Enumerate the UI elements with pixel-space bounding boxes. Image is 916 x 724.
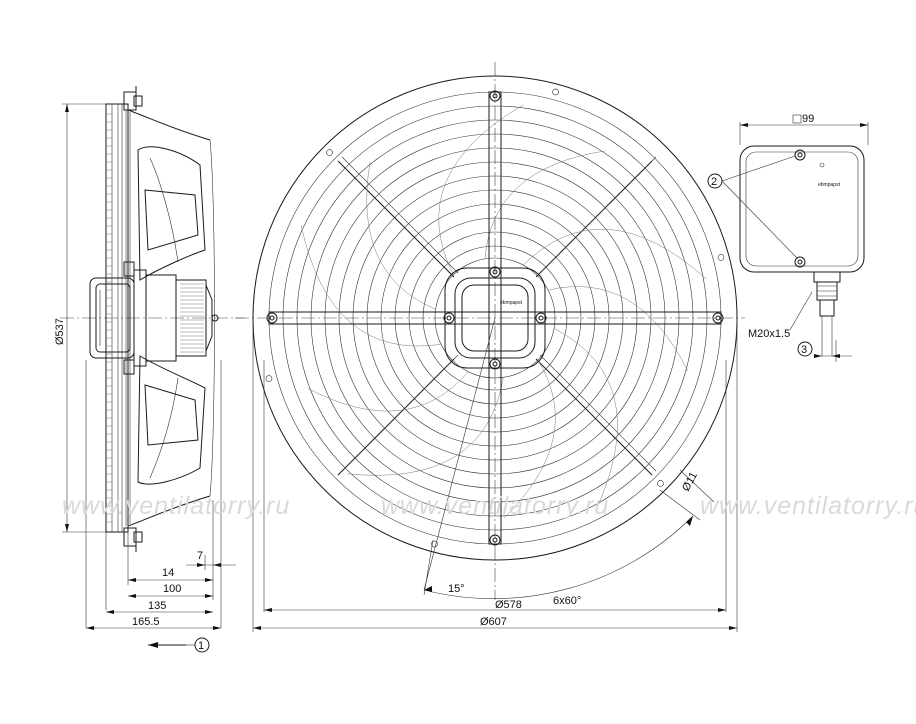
- fan-blades: [300, 104, 707, 518]
- mounting-hole: [326, 149, 333, 156]
- bolt: [489, 266, 501, 278]
- guard-ring: [366, 189, 624, 447]
- blade-edge: [346, 377, 504, 476]
- side-dim-100: 100: [163, 583, 181, 595]
- front-dim-607: Ø607: [480, 616, 507, 628]
- motor-fins: [180, 283, 204, 353]
- bolt-center: [446, 315, 452, 321]
- bolt: [712, 312, 724, 324]
- side-dim-14: 14: [162, 567, 174, 579]
- guard-ring: [352, 175, 638, 461]
- guard-spoke: [535, 358, 653, 476]
- front-view: ebmpapst Ø578 Ø607 15° 6x60° Ø11: [235, 62, 745, 632]
- guard-spoke-edge: [341, 156, 459, 274]
- guard-ring: [434, 257, 556, 379]
- guard-spoke: [337, 160, 455, 278]
- bolt-center: [492, 269, 498, 275]
- bolt: [443, 312, 455, 324]
- front-angle-6x60: 6x60°: [553, 595, 581, 607]
- blade-edge: [522, 228, 707, 280]
- watermark-row: www.ventilatorry.ru www.ventilatorry.ru …: [62, 492, 916, 520]
- blade-edge: [504, 359, 556, 518]
- flange-ribs: [106, 113, 112, 523]
- mounting-hole: [431, 540, 438, 548]
- box-marker-3: 3: [801, 344, 807, 356]
- bolt-center: [269, 315, 275, 321]
- bolt: [489, 358, 501, 370]
- watermark-1: www.ventilatorry.ru: [62, 492, 290, 520]
- bolt-center: [715, 315, 721, 321]
- bolt-center: [492, 361, 498, 367]
- guard-spoke-edge: [539, 156, 657, 274]
- airflow-marker: 1: [198, 640, 204, 652]
- watermark-3: www.ventilatorry.ru: [700, 492, 916, 520]
- front-dim-578: Ø578: [495, 599, 522, 611]
- guard-ring: [422, 245, 568, 391]
- guard-ring: [310, 133, 680, 503]
- guard-ring: [324, 147, 666, 489]
- guard-ring: [408, 231, 582, 405]
- bolt: [489, 534, 501, 546]
- box-thread: M20x1.5: [748, 328, 790, 340]
- side-view: Ø537: [54, 86, 245, 653]
- terminal-box: 99 ebmpapst 2 M20x1.5 3: [707, 113, 869, 362]
- bolt: [266, 312, 278, 324]
- mounting-hole: [717, 254, 725, 261]
- blade-edge: [366, 161, 436, 310]
- guard-spoke-edge: [341, 354, 459, 472]
- blade-edge: [553, 328, 618, 508]
- blade-edge: [484, 150, 605, 259]
- side-dim-135: 135: [148, 600, 166, 612]
- watermark-2: www.ventilatorry.ru: [381, 492, 609, 520]
- side-dim-165: 165.5: [132, 616, 160, 628]
- front-angle-15: 15°: [448, 583, 465, 595]
- bolt-center: [492, 93, 498, 99]
- bolt: [489, 90, 501, 102]
- box-dim-99: 99: [802, 113, 814, 125]
- guard-ring: [380, 203, 610, 433]
- blade-edge: [300, 225, 442, 347]
- bolt: [535, 312, 547, 324]
- guard-rings: [282, 105, 708, 531]
- box-brand-label: ebmpapst: [818, 182, 841, 188]
- guard-spoke-edge: [539, 354, 657, 472]
- box-marker-2: 2: [711, 176, 717, 188]
- guard-spokes: [337, 156, 657, 476]
- blade-edge: [307, 371, 469, 412]
- blade-edge: [438, 104, 524, 275]
- guard-ring: [296, 119, 694, 517]
- guard-ring: [282, 105, 708, 531]
- bolt-center: [492, 537, 498, 543]
- mounting-bolts: [265, 88, 725, 548]
- mounting-hole: [552, 88, 559, 96]
- side-dim-7: 7: [197, 550, 203, 562]
- side-height-dim: Ø537: [54, 318, 66, 345]
- blade-edge: [548, 286, 689, 372]
- bolt-center: [538, 315, 544, 321]
- mounting-hole: [657, 480, 664, 487]
- hub-brand-label: ebmpapst: [500, 300, 523, 306]
- front-dim-11: Ø11: [680, 470, 700, 493]
- mounting-hole: [265, 375, 273, 382]
